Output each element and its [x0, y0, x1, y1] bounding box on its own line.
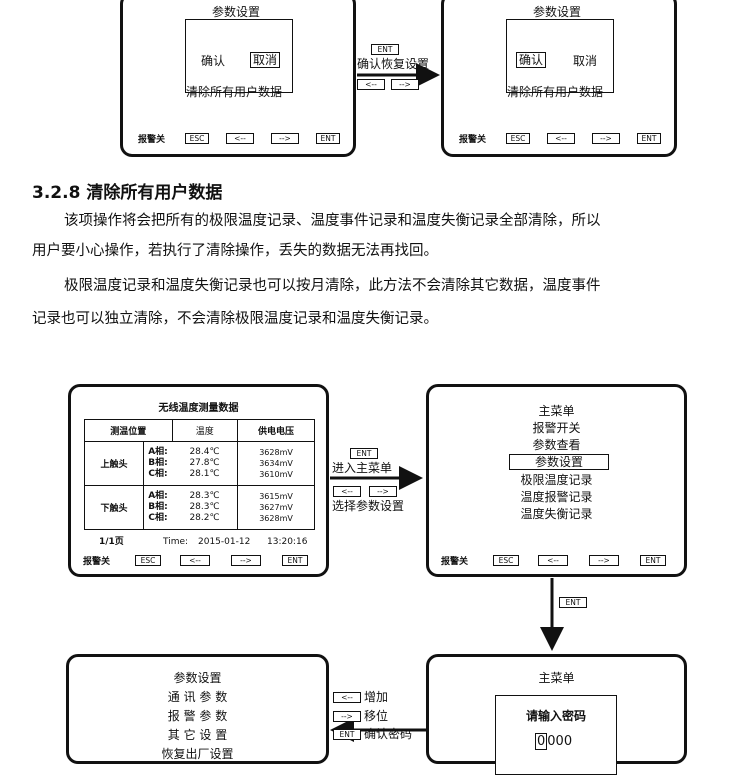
menu-item-limit-temp-record: 极限温度记录 [520, 473, 593, 487]
right-key: --> [271, 133, 299, 144]
menu-item-temp-imbalance-record: 温度失衡记录 [520, 507, 593, 521]
mid-arrow-left-key: <-- [333, 486, 361, 497]
confirm-password-label: 确认密码 [364, 727, 413, 741]
right-key: --> [231, 555, 261, 566]
esc-key: ESC [506, 133, 530, 144]
password-screen-title: 主菜单 [538, 671, 575, 685]
confirm-option-selected: 确认 [516, 52, 547, 68]
lower-voltages: 3615mV 3627mV 3628mV [237, 485, 315, 530]
paragraph-line: 记录也可以独立清除，不会清除极限温度记录和温度失衡记录。 [32, 311, 438, 327]
top-left-screen-title: 参数设置 [211, 5, 260, 19]
ent-key: ENT [637, 133, 661, 144]
bottom-arrow-ent-key: ENT [333, 729, 361, 740]
confirm-dialog [185, 19, 293, 93]
top-right-screen: 参数设置 确认 取消 清除所有用户数据 报警关 ESC <-- --> ENT [441, 0, 677, 157]
right-key: --> [589, 555, 619, 566]
mid-arrow-label2: 选择参数设置 [332, 499, 405, 513]
right-key: --> [592, 133, 620, 144]
esc-key: ESC [185, 133, 209, 144]
lower-temps: 28.3℃ 28.3℃ 28.2℃ [172, 485, 239, 530]
password-prompt: 请输入密码 [525, 709, 586, 723]
measurement-table: 测温位置 温度 供电电压 上触头 A相: B相: C相: 28.4℃ 27.8℃… [84, 419, 315, 530]
alarm-off-label: 报警关 [138, 135, 166, 145]
paragraph-line: 用户要小心操作，若执行了清除操作，丢失的数据无法再找回。 [32, 243, 438, 259]
top-arrow-right-key: --> [391, 79, 419, 90]
param-settings-screen: 参数设置 通 讯 参 数 报 警 参 数 其 它 设 置 恢复出厂设置 [66, 654, 329, 764]
time-value: 13:20:16 [267, 537, 308, 547]
upper-contact-label: 上触头 [84, 441, 144, 486]
left-key: <-- [538, 555, 568, 566]
upper-phase-labels: A相: B相: C相: [143, 441, 172, 486]
main-menu-screen: 主菜单 报警开关 参数查看 参数设置 极限温度记录 温度报警记录 温度失衡记录 … [426, 384, 687, 577]
confirm-dialog [506, 19, 614, 93]
clear-user-data-label: 清除所有用户数据 [186, 85, 283, 99]
ent-key: ENT [640, 555, 666, 566]
alarm-off-label: 报警关 [441, 557, 469, 567]
down-arrow-ent-key: ENT [559, 597, 587, 608]
menu-item-alarm-params: 报 警 参 数 [167, 709, 228, 723]
confirm-label: 确认 [201, 54, 226, 68]
ent-key: ENT [282, 555, 308, 566]
left-key: <-- [547, 133, 575, 144]
alarm-off-label: 报警关 [459, 135, 487, 145]
date-value: 2015-01-12 [198, 537, 251, 547]
header-position: 测温位置 [84, 419, 173, 442]
top-left-screen: 参数设置 确认 取消 清除所有用户数据 报警关 ESC <-- --> ENT [120, 0, 356, 157]
esc-key: ESC [493, 555, 519, 566]
lower-phase-labels: A相: B相: C相: [143, 485, 172, 530]
menu-item-communication-params: 通 讯 参 数 [167, 690, 228, 704]
paragraph-line: 该项操作将会把所有的极限温度记录、温度事件记录和温度失衡记录全部清除，所以 [64, 213, 601, 229]
bottom-arrow-right-key: --> [333, 711, 361, 722]
menu-item-param-settings-selected: 参数设置 [509, 454, 609, 470]
menu-item-other-settings: 其 它 设 置 [167, 728, 228, 742]
esc-key: ESC [135, 555, 161, 566]
top-arrow-ent-key: ENT [371, 44, 399, 55]
left-key: <-- [226, 133, 254, 144]
page-indicator: 1/1页 [99, 537, 124, 547]
header-temperature: 温度 [171, 419, 239, 442]
mid-arrow-ent-key: ENT [350, 448, 378, 459]
shift-label: 移位 [364, 709, 389, 723]
menu-item-temp-alarm-record: 温度报警记录 [520, 490, 593, 504]
increase-label: 增加 [364, 690, 389, 704]
ent-key: ENT [316, 133, 340, 144]
menu-item-param-view: 参数查看 [532, 438, 581, 452]
upper-voltages: 3628mV 3634mV 3610mV [237, 441, 315, 486]
upper-temps: 28.4℃ 27.8℃ 28.1℃ [172, 441, 239, 486]
paragraph-line: 极限温度记录和温度失衡记录也可以按月清除，此方法不会清除其它数据，温度事件 [64, 278, 601, 294]
measurement-screen: 无线温度测量数据 测温位置 温度 供电电压 上触头 A相: B相: C相: 28… [68, 384, 329, 577]
top-right-screen-title: 参数设置 [532, 5, 581, 19]
cancel-option-selected: 取消 [250, 52, 281, 68]
menu-item-alarm-switch: 报警开关 [532, 421, 581, 435]
top-arrow-label: 确认恢复设置 [357, 57, 430, 71]
param-settings-title: 参数设置 [173, 671, 222, 685]
mid-arrow-label: 进入主菜单 [332, 461, 393, 475]
cancel-label: 取消 [573, 54, 598, 68]
top-arrow-left-key: <-- [357, 79, 385, 90]
time-label: Time: [163, 537, 189, 547]
header-voltage: 供电电压 [237, 419, 315, 442]
bottom-arrow-left-key: <-- [333, 692, 361, 703]
alarm-off-label: 报警关 [83, 557, 111, 567]
lower-contact-label: 下触头 [84, 485, 144, 530]
clear-user-data-label: 清除所有用户数据 [507, 85, 604, 99]
measurement-title: 无线温度测量数据 [158, 403, 239, 414]
main-menu-title: 主菜单 [538, 404, 575, 418]
password-remaining-digits: 000 [547, 734, 573, 749]
mid-arrow-right-key: --> [369, 486, 397, 497]
left-key: <-- [180, 555, 210, 566]
section-heading: 3.2.8 清除所有用户数据 [32, 183, 223, 203]
menu-item-factory-reset: 恢复出厂设置 [161, 747, 234, 761]
cursor-digit: 0 [535, 733, 548, 750]
